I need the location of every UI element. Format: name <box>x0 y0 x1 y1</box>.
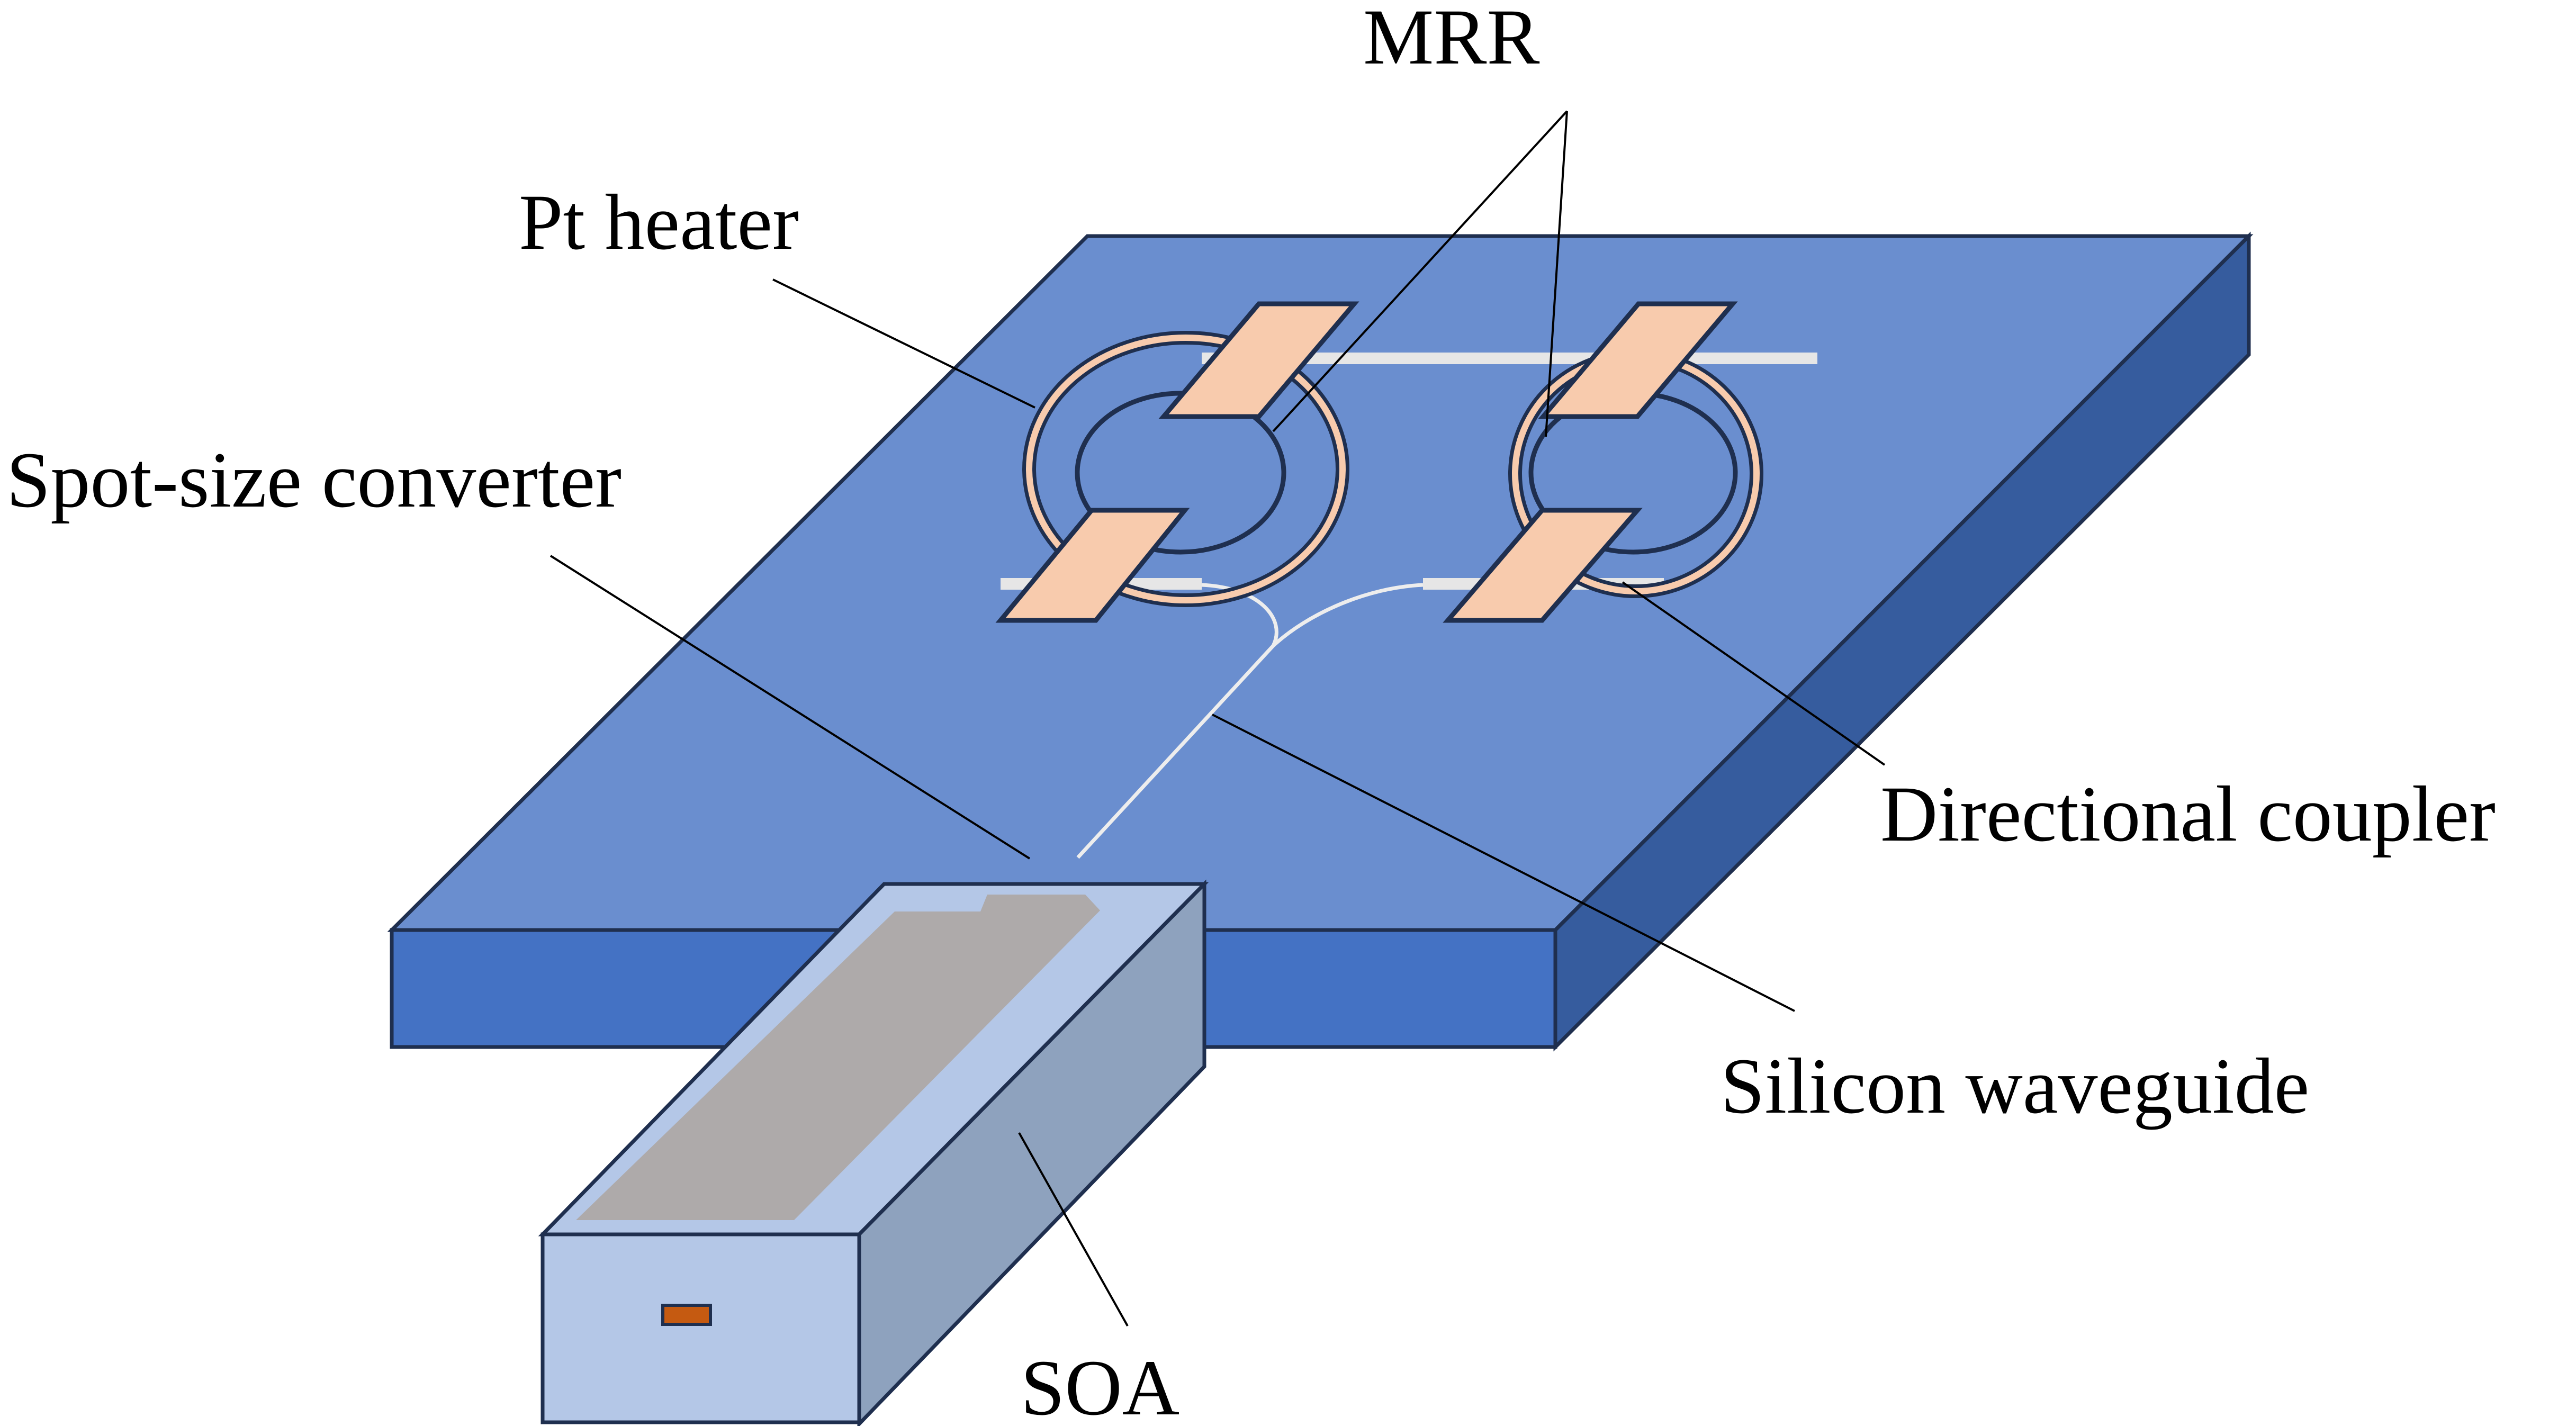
soa-front-face <box>541 1232 861 1424</box>
label-directional-coupler: Directional coupler <box>1880 770 2496 858</box>
waveguide-left-branch <box>1201 583 1278 647</box>
left-heater-ring-fill <box>1026 335 1346 603</box>
silicon-waveguide <box>1076 583 1424 859</box>
labels: MRR Pt heater Spot-size converter Direct… <box>6 0 2496 1426</box>
right-bottom-heater-pad <box>1443 508 1643 623</box>
right-top-heater-pad <box>1538 301 1738 419</box>
left-top-heater-pad <box>1158 301 1359 419</box>
pt-heater-leader <box>772 278 1035 409</box>
label-spot-size-converter: Spot-size converter <box>6 436 622 524</box>
waveguide-trunk <box>1076 644 1275 859</box>
waveguide-right-branch <box>1272 583 1424 647</box>
soa-output-facet <box>661 1304 712 1326</box>
right-mrr-assembly <box>1443 301 1763 623</box>
left-bottom-heater-pad <box>995 508 1190 623</box>
mrr-leader-left <box>1272 110 1568 432</box>
label-silicon-waveguide: Silicon waveguide <box>1721 1042 2309 1130</box>
label-mrr: MRR <box>1363 0 1539 81</box>
mrr-leader-right <box>1545 111 1568 437</box>
silicon-waveguide-leader <box>1212 714 1795 1012</box>
label-pt-heater: Pt heater <box>519 178 799 266</box>
soa-electrode-pad <box>576 895 1100 1220</box>
soa-leader <box>1018 1132 1129 1326</box>
label-soa: SOA <box>1021 1344 1179 1426</box>
soa-block <box>538 879 1209 1426</box>
chip-side-face <box>1553 231 2251 1052</box>
spot-size-converter-leader <box>550 555 1031 860</box>
left-mrr-assembly <box>995 301 1359 623</box>
leader-lines <box>550 110 1886 1326</box>
directional-coupler-leader <box>1622 581 1886 766</box>
